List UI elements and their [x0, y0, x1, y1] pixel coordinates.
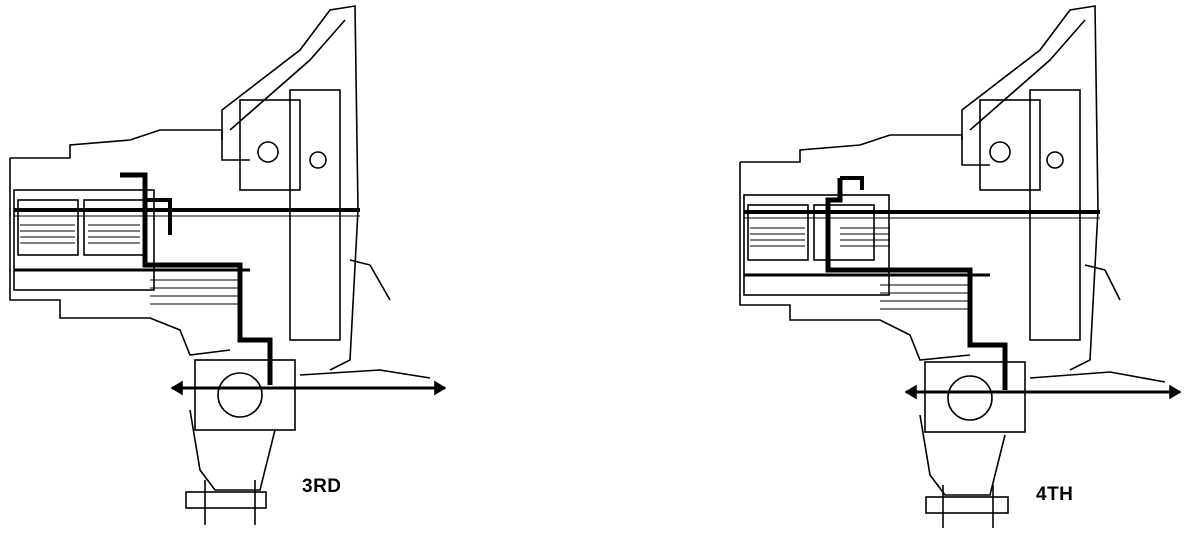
transaxle-diagram-3rd: 3RD [9, 5, 447, 525]
gear-label: 4TH [1036, 484, 1074, 505]
transaxle-diagram-4th: 4TH [600, 0, 1200, 536]
transaxle-cutaway-drawing [739, 5, 1182, 528]
transaxle-cutaway-drawing [9, 5, 447, 525]
gear-label: 3RD [302, 476, 342, 497]
